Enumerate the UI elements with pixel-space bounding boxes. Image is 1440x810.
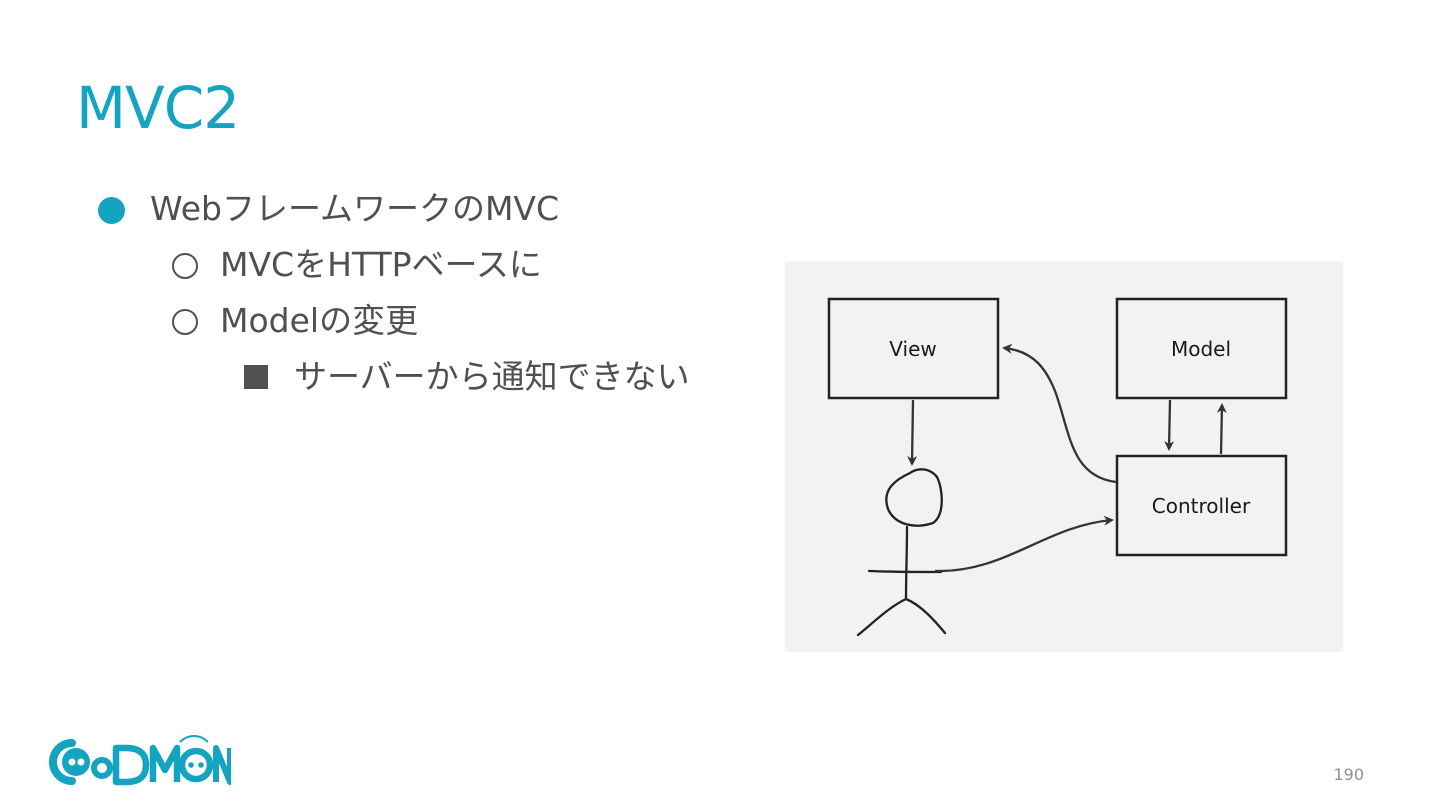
controller-node: Controller [1115, 454, 1288, 557]
slide-title: MVC2 [76, 74, 240, 142]
bullet-item-level1: WebフレームワークのMVC [98, 185, 690, 241]
bullet-list: WebフレームワークのMVC MVCをHTTPベースに Modelの変更 サーバ… [98, 185, 690, 409]
model-node: Model [1115, 297, 1288, 400]
filled-square-bullet-icon [244, 365, 268, 389]
model-label: Model [1171, 337, 1231, 361]
view-node: View [827, 297, 1000, 400]
controller-label: Controller [1152, 494, 1251, 518]
diagram-canvas: View Model Controller [827, 297, 1288, 637]
edge-user-to-controller [934, 515, 1114, 573]
bullet-item-level2: Modelの変更 [98, 297, 690, 353]
edge-controller-to-view [1002, 343, 1117, 484]
bullet-text: サーバーから通知できない [294, 357, 690, 396]
view-label: View [889, 337, 936, 361]
bullet-item-level3: サーバーから通知できない [98, 353, 690, 409]
bullet-text: WebフレームワークのMVC [150, 189, 560, 228]
filled-circle-bullet-icon [98, 197, 125, 224]
edge-view-to-user [907, 399, 918, 466]
bullet-item-level2: MVCをHTTPベースに [98, 241, 690, 297]
bullet-text: MVCをHTTPベースに [220, 245, 542, 284]
hollow-circle-bullet-icon [172, 309, 198, 335]
hollow-circle-bullet-icon [172, 253, 198, 279]
edge-model-to-controller [1164, 399, 1175, 451]
edge-controller-to-model [1216, 403, 1227, 455]
codmon-logo-mark-icon [49, 735, 233, 786]
bullet-text: Modelの変更 [220, 301, 419, 340]
page-number: 190 [1333, 765, 1364, 784]
mvc2-diagram: View Model Controller [785, 261, 1343, 652]
codmon-logo [46, 732, 233, 796]
user-stick-figure-icon [856, 468, 947, 637]
